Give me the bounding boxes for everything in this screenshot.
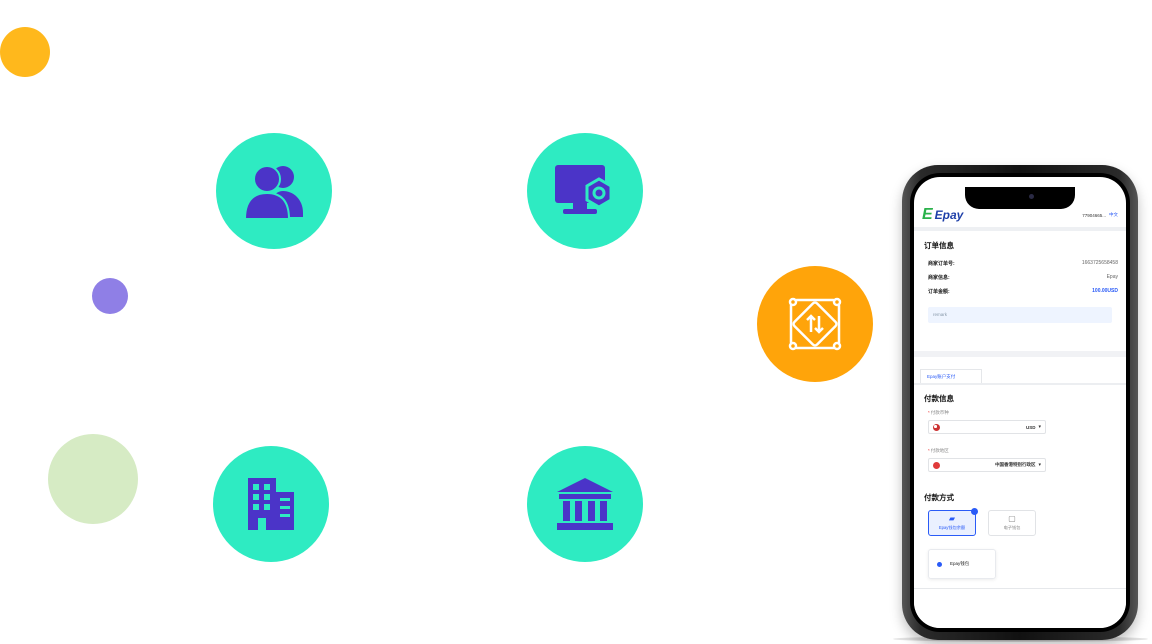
region-label: *付款地区 [928, 448, 949, 453]
chevron-down-icon: ▾ [1038, 462, 1041, 468]
region-value: 中国香港特别行政区 [994, 462, 1036, 467]
payment-method-title: 付款方式 [924, 493, 954, 502]
screen-settings-icon [555, 165, 613, 214]
order-row: 商家订单号: 1663725658458 [928, 259, 1118, 267]
phone-screen: E Epay 77904665... 中文 订单信息 商家订单号: 166372… [914, 177, 1126, 628]
order-info-title: 订单信息 [924, 241, 954, 250]
language-switch[interactable]: 中文 [1109, 212, 1118, 217]
tab-underline [914, 383, 1126, 385]
wallet-option-epay[interactable]: Epay钱包 [928, 549, 996, 579]
bank-icon [557, 478, 613, 530]
radio-selected-icon [937, 561, 942, 567]
currency-select[interactable]: USD ▾ [928, 420, 1046, 434]
order-row-label: 商家信息: [928, 274, 950, 281]
green-decor-dot [48, 434, 138, 524]
bottom-bar [914, 588, 1126, 628]
order-row-label: 订单金额: [928, 288, 950, 295]
payment-method-epay-balance[interactable]: ▰ Epay钱包余额 [928, 508, 978, 536]
order-amount-value: 100.00USD [1092, 288, 1118, 294]
order-row: 商家信息: Epay [928, 273, 1118, 281]
chevron-down-icon: ▾ [1038, 424, 1041, 430]
feature-circle-bank [527, 446, 643, 562]
tab-epay-account[interactable]: Epay账户支付 [920, 369, 982, 383]
region-select[interactable]: 中国香港特别行政区 ▾ [928, 458, 1046, 472]
remark-field[interactable]: remark [928, 307, 1112, 323]
epay-wallet-icon: ▰ [948, 514, 956, 523]
yellow-decor-dot [0, 27, 50, 77]
building-icon [248, 478, 294, 530]
selected-badge-icon [971, 508, 978, 515]
feature-circle-screen [527, 133, 643, 249]
app-header: E Epay 77904665... 中文 [914, 203, 1126, 231]
section-divider [914, 351, 1126, 357]
currency-value: USD [1025, 424, 1036, 430]
phone-mockup: E Epay 77904665... 中文 订单信息 商家订单号: 166372… [902, 165, 1138, 640]
wallet-option-label: Epay钱包 [950, 561, 970, 566]
purple-decor-dot [92, 278, 128, 314]
order-row: 订单金额: 100.00USD [928, 287, 1118, 295]
exchange-circle [757, 266, 873, 382]
payment-method-ewallet[interactable]: ▢ 电子钱包 [988, 510, 1036, 536]
order-row-value: Epay [1106, 274, 1118, 280]
hk-flag-icon [933, 461, 940, 469]
account-id[interactable]: 77904665... [1082, 212, 1106, 218]
epay-logo[interactable]: E Epay [922, 207, 963, 223]
currency-label: *付款币种 [928, 410, 949, 415]
feature-circle-building [213, 446, 329, 562]
payment-info-title: 付款信息 [924, 394, 954, 403]
feature-circle-users [216, 133, 332, 249]
epay-logo-text: Epay [934, 208, 964, 222]
order-row-value: 1663725658458 [1081, 260, 1118, 266]
phone-notch [965, 187, 1075, 209]
exchange-icon [788, 297, 842, 351]
payment-method-label: 电子钱包 [1003, 525, 1021, 530]
order-row-label: 商家订单号: [928, 260, 955, 267]
us-flag-icon [933, 423, 940, 431]
wallet-icon: ▢ [1008, 514, 1016, 523]
payment-method-label: Epay钱包余额 [938, 525, 966, 530]
users-icon [243, 165, 303, 219]
epay-logo-mark: E [922, 206, 933, 223]
